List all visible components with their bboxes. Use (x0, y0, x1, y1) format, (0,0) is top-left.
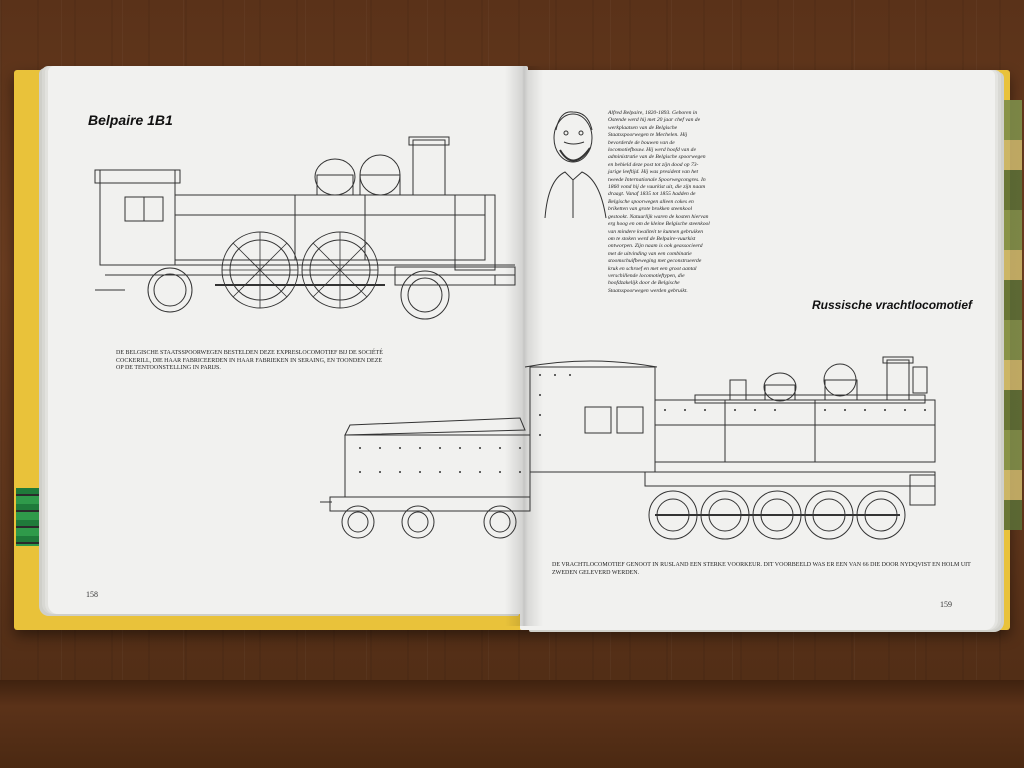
cover-illustration-left (16, 488, 44, 546)
right-page-heading: Russische vrachtlocomotief (812, 298, 973, 312)
russian-freight-locomotive-drawing (524, 356, 936, 540)
left-page (48, 66, 528, 614)
belpaire-biography: Alfred Belpaire, 1820-1893. Geboren in O… (608, 110, 710, 294)
table-edge (0, 680, 1024, 768)
left-page-heading: Belpaire 1B1 (88, 112, 173, 128)
cover-illustration-right (1000, 100, 1022, 530)
tender-drawing (320, 417, 531, 539)
belpaire-locomotive-drawing (94, 136, 516, 320)
right-page (520, 70, 995, 630)
left-page-caption: De Belgische Staatsspoorwegen bestelden … (116, 350, 383, 371)
left-page-number: 158 (86, 590, 98, 599)
belpaire-portrait (544, 111, 607, 219)
right-page-number: 159 (940, 600, 952, 609)
right-page-caption: De vrachtlocomotief genoot in Rusland ee… (552, 562, 971, 576)
